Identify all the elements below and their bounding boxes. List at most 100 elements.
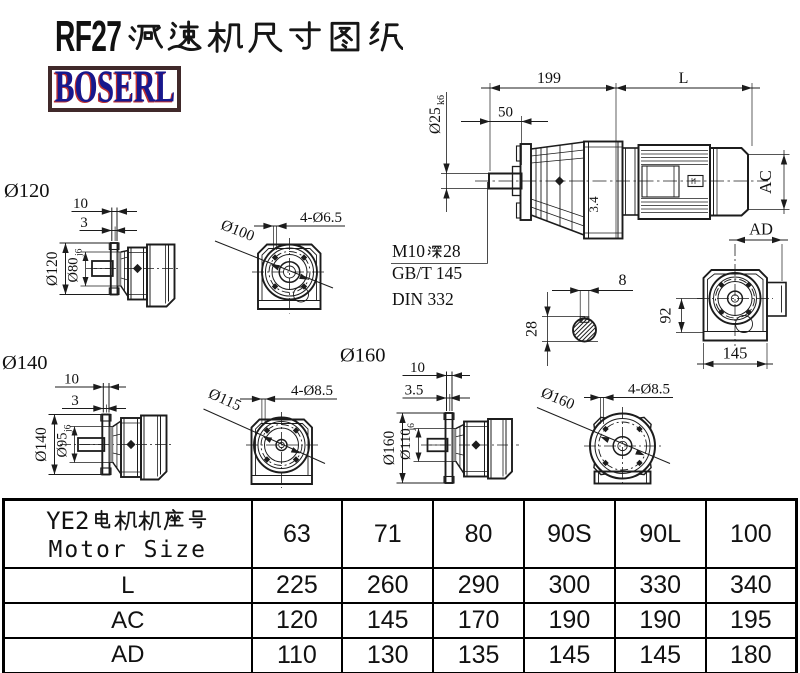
side-view-flange-120: 10 3 Ø120 Ø80 j6 <box>44 196 181 308</box>
shaft-key-cross-section: 8 28 <box>524 272 633 366</box>
technical-drawing: 10 3 Ø120 Ø80 j6 4-Ø6.5 Ø100 3.4 199 L 5… <box>2 70 790 488</box>
cjk-glyph-tu <box>327 19 363 55</box>
cjk-glyph-ji <box>138 509 161 532</box>
table-cell: 145 <box>522 637 616 673</box>
table-cell: 145 <box>341 602 435 639</box>
brand-logo-text: BOSERL <box>54 66 175 112</box>
dim-label: 4-Ø8.5 <box>628 382 670 398</box>
table-header-cell: YE2YE2电机机座号 Motor Size <box>2 498 253 569</box>
cjk-glyph-zuo <box>162 509 185 532</box>
row-label: L <box>2 567 253 604</box>
brand-logo: BOSERL <box>48 66 181 112</box>
table-cell: 260 <box>341 567 435 604</box>
cjk-glyph-ji <box>207 19 243 55</box>
table-cell: 340 <box>704 567 798 604</box>
table-cell: 145 <box>613 637 707 673</box>
main-assembly-side-view: 3.4 199 L 50 Ø25 k6 AC <box>427 70 790 240</box>
motor-size-value: 63 <box>250 498 344 569</box>
dim-label: Ø25 <box>427 107 444 134</box>
dim-label: 10 <box>410 360 425 376</box>
side-view-flange-140: 10 3 Ø140 Ø95 j6 <box>33 372 174 481</box>
dim-label: 3.5 <box>405 383 424 399</box>
dim-label: 3.4 <box>586 196 601 213</box>
dim-label: 4-Ø8.5 <box>291 383 333 399</box>
dim-label: 10 <box>73 196 88 212</box>
cjk-glyph-shen <box>427 244 443 260</box>
shaft-thread-note: M1028M10深28 GB/T 145 DIN 332 <box>392 241 502 311</box>
side-view-flange-160: 10 3.5 Ø160 Ø110 j6 <box>381 360 519 484</box>
tolerance-label: j6 <box>75 248 85 257</box>
tolerance-label: j6 <box>64 424 74 433</box>
dim-label: 199 <box>537 70 561 87</box>
title-model: RF27 <box>55 12 122 61</box>
motor-size-value: 100 <box>704 498 798 569</box>
motor-size-value: 90S <box>522 498 616 569</box>
thread-depth: 28 <box>443 241 461 261</box>
dim-label: 3 <box>80 215 88 231</box>
table-cell: 130 <box>341 637 435 673</box>
dim-label: Ø160 <box>539 384 578 413</box>
front-view-flange-115: 4-Ø8.5 Ø115 <box>203 383 337 488</box>
motor-size-value: 80 <box>432 498 525 569</box>
table-cell: 120 <box>250 602 344 639</box>
dim-label: 28 <box>524 321 541 337</box>
table-cell: 135 <box>432 637 525 673</box>
series-labels: Ø120 Ø140 Ø160 <box>2 180 386 374</box>
dim-label: Ø120 <box>44 251 61 286</box>
cjk-glyph-cun <box>287 19 323 55</box>
dim-label: AC <box>756 170 775 194</box>
cjk-glyph-hao <box>186 509 209 532</box>
page-title: RF27 减速机尺寸图纸 <box>55 12 405 61</box>
table-cell: 330 <box>613 567 707 604</box>
cjk-glyph-chi <box>247 19 283 55</box>
dim-label: Ø80 <box>66 258 82 283</box>
cjk-glyph-su <box>167 19 203 55</box>
table-cell: 290 <box>432 567 525 604</box>
cjk-glyph-jian <box>127 19 163 55</box>
table-cell: 190 <box>522 602 616 639</box>
series-label: Ø120 <box>4 180 50 202</box>
table-cell: 180 <box>704 637 798 673</box>
table-cell: 195 <box>704 602 798 639</box>
thread-size: M10 <box>392 241 426 261</box>
motor-size-value: 71 <box>341 498 435 569</box>
dim-label: AD <box>749 220 773 239</box>
thread-spec: M1028M10深28 <box>392 241 502 263</box>
dim-label: 145 <box>723 344 748 363</box>
gb-standard: GB/T 145 <box>392 262 463 283</box>
header-english: Motor Size <box>48 537 207 563</box>
series-label: Ø160 <box>340 345 386 367</box>
table-cell: 300 <box>522 567 616 604</box>
row-label: AD <box>2 637 253 673</box>
dim-label: 4-Ø6.5 <box>300 210 342 226</box>
table-cell: 225 <box>250 567 344 604</box>
cjk-glyph-dian <box>90 509 113 532</box>
motor-size-value: 90L <box>613 498 707 569</box>
dim-label: 50 <box>498 105 513 121</box>
dim-label: Ø140 <box>33 427 50 462</box>
tolerance-label: j6 <box>407 423 417 432</box>
dim-label: 3 <box>71 393 79 409</box>
tolerance-label: k6 <box>436 95 447 105</box>
table-cell: 110 <box>250 637 344 673</box>
dim-label: Ø115 <box>206 385 244 414</box>
header-prefix: YE2 <box>46 506 90 535</box>
dim-label: Ø100 <box>219 217 258 246</box>
cjk-glyph-zhi <box>367 19 403 55</box>
series-label: Ø140 <box>2 352 48 374</box>
cjk-glyph-ji <box>114 509 137 532</box>
front-view-flange-160: 4-Ø8.5 Ø160 <box>536 382 673 486</box>
dim-label: 92 <box>658 308 675 324</box>
dim-label: L <box>679 70 689 87</box>
dim-label: 8 <box>619 272 627 289</box>
thread-note-leader <box>391 182 488 264</box>
din-standard: DIN 332 <box>392 288 454 309</box>
table-cell: 190 <box>613 602 707 639</box>
front-view-flange-100: 4-Ø6.5 Ø100 <box>214 210 345 314</box>
dim-label: Ø95 <box>55 433 71 458</box>
